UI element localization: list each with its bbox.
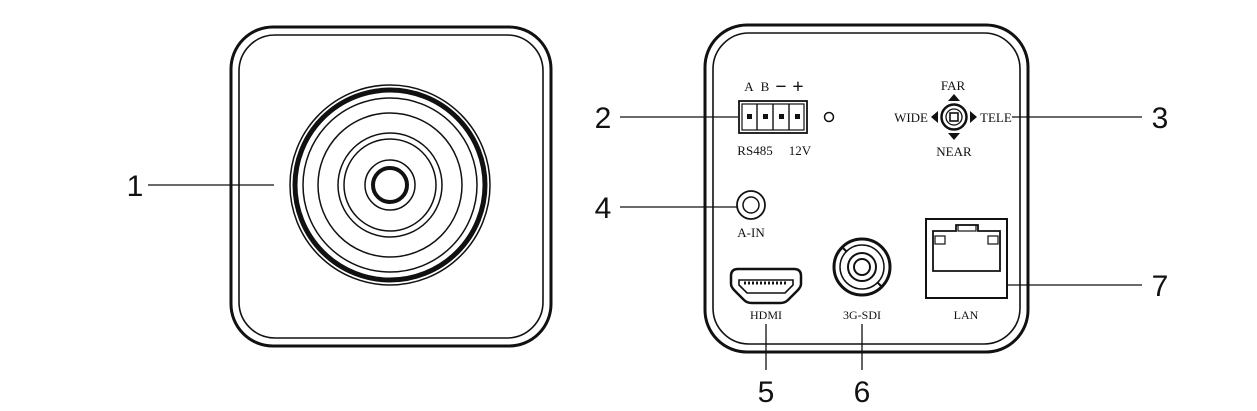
terminal-label-rs485: RS485 [737, 143, 772, 158]
audio-in-jack: A-IN [736, 190, 766, 240]
callout-3: 3 [1152, 102, 1169, 135]
joystick-label-tele: TELE [980, 110, 1012, 125]
terminal-label-b: B [761, 79, 770, 94]
terminal-label-plus: + [792, 76, 803, 98]
joystick-down-arrow-icon [948, 133, 960, 140]
lens [289, 84, 491, 286]
camera-rear-view [703, 23, 1030, 354]
hdmi-port: HDMI [729, 267, 803, 322]
joystick: FAR WIDE TELE NEAR [894, 78, 1012, 159]
callout-5: 5 [758, 376, 775, 409]
camera-front-view [229, 25, 553, 348]
joystick-label-far: FAR [941, 78, 966, 93]
terminal-label-12v: 12V [789, 143, 812, 158]
audio-in-label: A-IN [737, 225, 765, 240]
terminal-label-minus: − [775, 76, 786, 98]
joystick-label-wide: WIDE [894, 110, 928, 125]
hdmi-label: HDMI [750, 308, 782, 322]
callout-6: 6 [854, 376, 871, 409]
callout-1: 1 [127, 170, 144, 203]
indicator-led [823, 111, 835, 123]
lan-label: LAN [954, 308, 979, 322]
joystick-left-arrow-icon [931, 111, 938, 123]
sdi-bnc-port: 3G-SDI [832, 237, 892, 322]
lan-port: LAN [925, 218, 1008, 322]
sdi-label: 3G-SDI [843, 308, 881, 322]
callout-2: 2 [595, 102, 612, 135]
terminal-label-a: A [744, 79, 754, 94]
callout-7: 7 [1152, 270, 1169, 303]
joystick-right-arrow-icon [970, 111, 977, 123]
joystick-up-arrow-icon [948, 94, 960, 101]
joystick-label-near: NEAR [936, 144, 972, 159]
callout-4: 4 [595, 192, 612, 225]
terminal-block: A B − + RS485 12V [737, 76, 812, 158]
